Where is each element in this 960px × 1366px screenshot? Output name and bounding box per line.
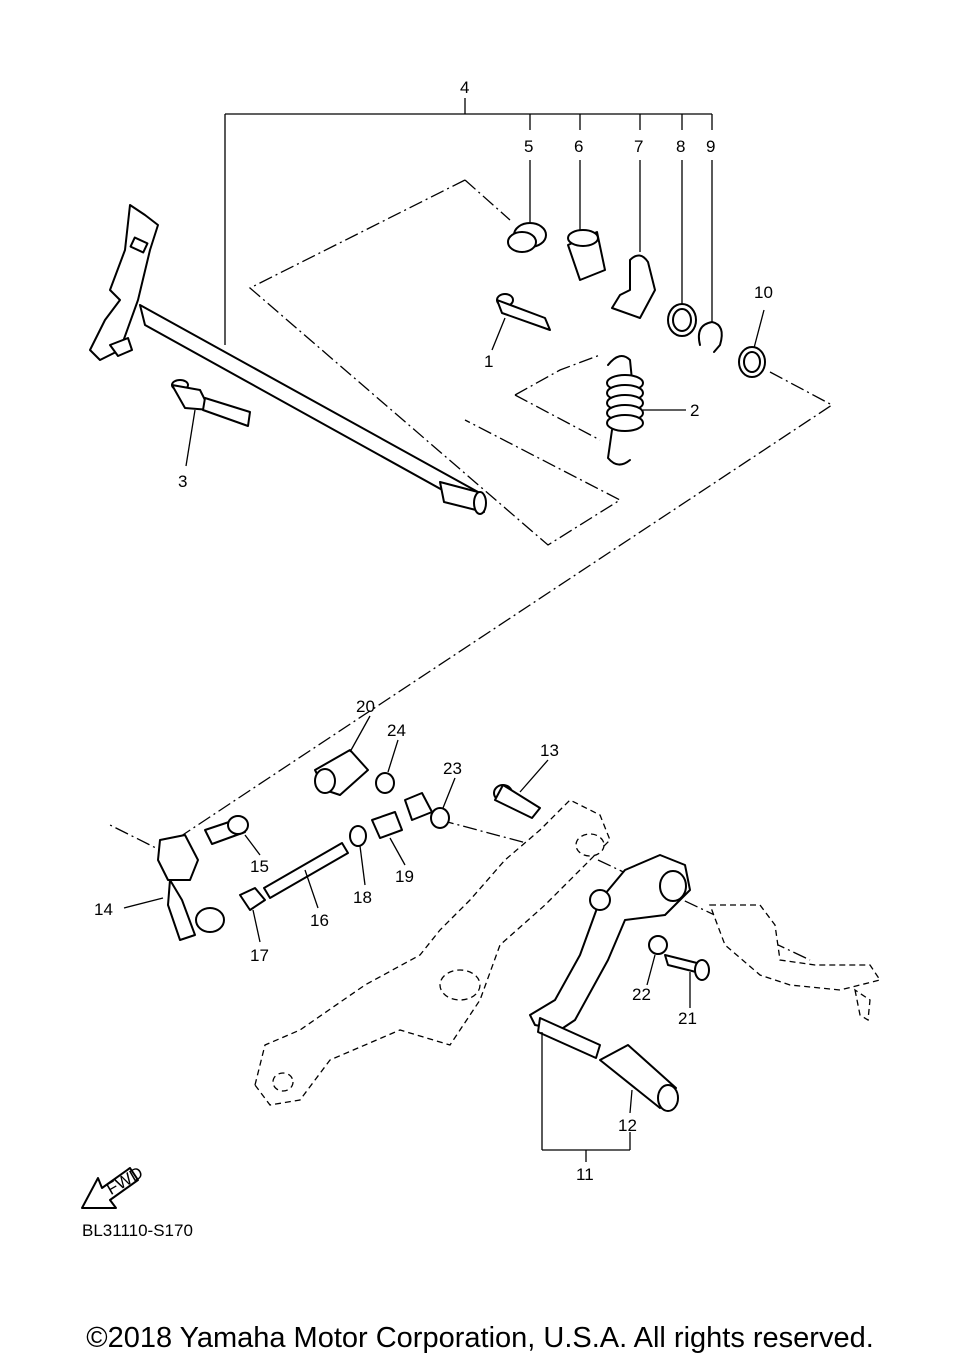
shift-pedal bbox=[529, 854, 691, 1059]
lever-7 bbox=[611, 160, 656, 319]
spring-2 bbox=[606, 355, 686, 466]
bolt-3 bbox=[171, 379, 251, 467]
joint-19 bbox=[371, 811, 406, 866]
callout-5: 5 bbox=[524, 137, 533, 156]
nut-18 bbox=[349, 825, 367, 886]
callout-4: 4 bbox=[460, 78, 469, 97]
callout-24: 24 bbox=[387, 721, 406, 740]
bolt-13 bbox=[493, 759, 549, 819]
callout-17: 17 bbox=[250, 946, 269, 965]
callout-22: 22 bbox=[632, 985, 651, 1004]
callout-labels: 4 5 6 7 8 9 10 1 2 3 20 24 23 13 15 19 1… bbox=[94, 78, 773, 1184]
shift-shaft bbox=[89, 204, 487, 515]
callout-10: 10 bbox=[754, 283, 773, 302]
callout-6: 6 bbox=[574, 137, 583, 156]
fwd-arrow-icon: FWD bbox=[81, 1163, 146, 1209]
callout-21: 21 bbox=[678, 1009, 697, 1028]
footrest-bracket-ghost bbox=[254, 799, 882, 1106]
callout-20: 20 bbox=[356, 697, 375, 716]
collar-1 bbox=[491, 293, 551, 351]
callout-18: 18 bbox=[353, 888, 372, 907]
circlip-9 bbox=[697, 160, 723, 353]
bracket-4 bbox=[224, 98, 713, 345]
callout-1: 1 bbox=[484, 352, 493, 371]
callout-11: 11 bbox=[576, 1165, 594, 1184]
callout-8: 8 bbox=[676, 137, 685, 156]
callout-7: 7 bbox=[634, 137, 643, 156]
nut-17 bbox=[239, 887, 266, 943]
washer-10 bbox=[738, 309, 766, 378]
collar-23 bbox=[404, 777, 456, 829]
bolt-15 bbox=[204, 815, 261, 856]
callout-3: 3 bbox=[178, 472, 187, 491]
washer-22 bbox=[646, 935, 668, 986]
assembly-lines bbox=[109, 179, 834, 961]
fwd-label: FWD bbox=[103, 1163, 146, 1199]
callout-13: 13 bbox=[540, 741, 559, 760]
callout-2: 2 bbox=[690, 401, 699, 420]
callout-9: 9 bbox=[706, 137, 715, 156]
bracket-11 bbox=[541, 1032, 631, 1162]
rod-16 bbox=[263, 842, 349, 909]
callout-19: 19 bbox=[395, 867, 414, 886]
callout-16: 16 bbox=[310, 911, 329, 930]
shift-rod-joint-14 bbox=[123, 834, 225, 941]
spring-5 bbox=[507, 160, 547, 253]
callout-12: 12 bbox=[618, 1116, 637, 1135]
callout-15: 15 bbox=[250, 857, 269, 876]
callout-14: 14 bbox=[94, 900, 113, 919]
collar-6 bbox=[567, 160, 606, 281]
copyright-notice: ©2018 Yamaha Motor Corporation, U.S.A. A… bbox=[86, 1322, 874, 1354]
bolt-21 bbox=[664, 954, 710, 1008]
callout-23: 23 bbox=[443, 759, 462, 778]
pedal-rubber-12 bbox=[599, 1044, 679, 1114]
washer-8 bbox=[667, 160, 697, 337]
nut-24 bbox=[375, 739, 399, 794]
diagram-code: BL31110-S170 bbox=[82, 1221, 193, 1240]
joint-20 bbox=[314, 715, 371, 796]
